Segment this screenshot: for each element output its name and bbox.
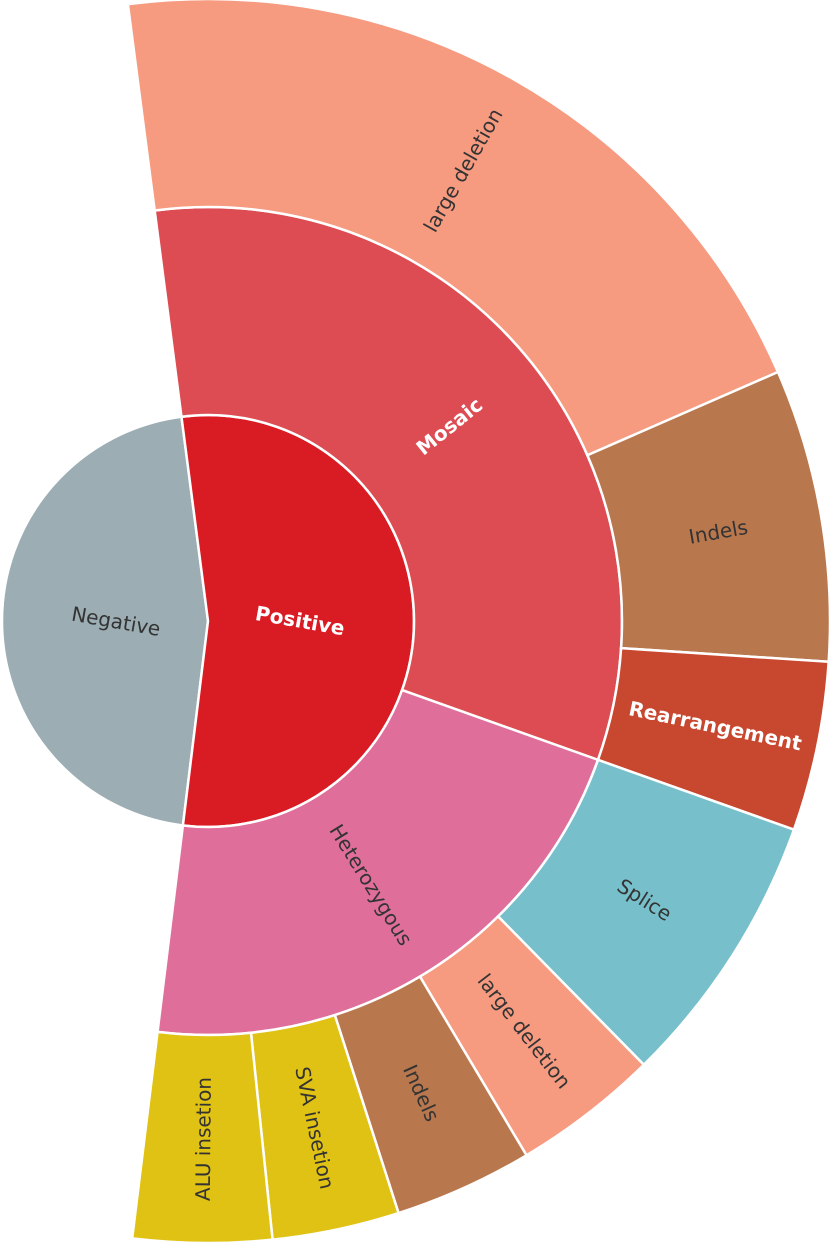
segment-heterozygous-alu-insetion[interactable] <box>130 1030 274 1244</box>
segment-mosaic-large-deletion[interactable] <box>126 0 780 457</box>
label-heterozygous-alu-insetion: ALU insetion <box>191 1077 216 1201</box>
segment-negative[interactable] <box>0 415 210 827</box>
